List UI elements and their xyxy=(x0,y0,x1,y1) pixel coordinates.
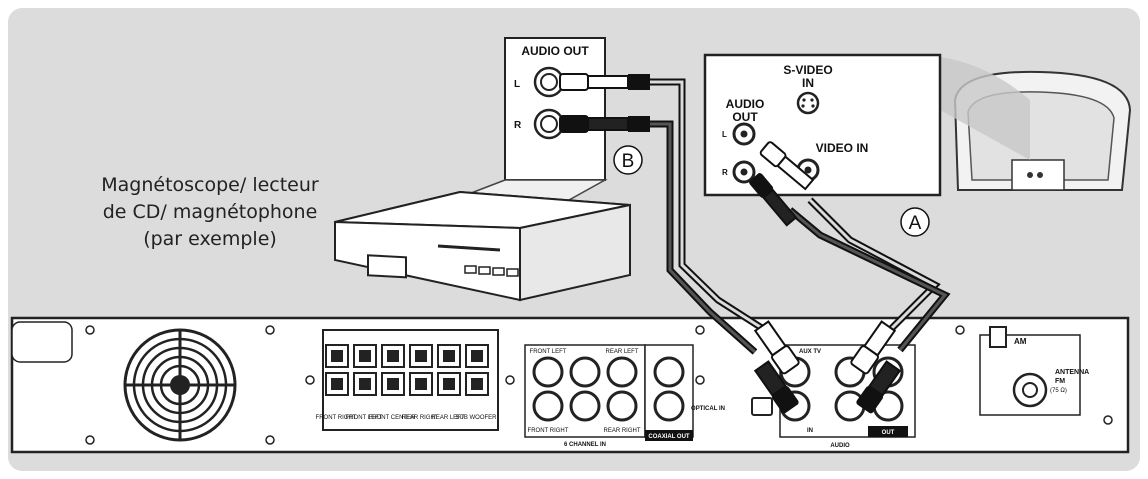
speaker-label-front-left: FRONT LEFT xyxy=(346,415,383,421)
tv-audio-out-label-2: OUT xyxy=(732,110,758,124)
six-channel-in-label: 6 CHANNEL IN xyxy=(564,442,606,448)
plug-receiver-a-l xyxy=(850,320,897,375)
svideo-in-label: IN xyxy=(802,76,814,90)
svideo-label: S-VIDEO xyxy=(783,63,832,77)
source-audio-r-jack xyxy=(533,108,565,140)
audio-out-label: AUDIO OUT xyxy=(521,44,589,58)
plug-tv-r xyxy=(749,173,798,227)
speaker-terminals: FRONT RIGHT FRONT LEFT FRONT CENTER REAR… xyxy=(316,329,499,431)
aux-tv-label: AUX TV xyxy=(799,349,821,355)
in-label: IN xyxy=(807,428,813,434)
plug-source-l xyxy=(559,73,650,91)
video-in-label: VIDEO IN xyxy=(816,141,869,155)
optical-in-jack xyxy=(751,397,773,416)
tv-audio-out-label: AUDIO xyxy=(726,97,765,111)
speaker-terminal-inner xyxy=(471,350,483,362)
fan-grille xyxy=(123,328,237,442)
speaker-label-rear-left: REAR LEFT xyxy=(431,415,464,421)
speaker-label-subwoofer: SUB WOOFER xyxy=(455,415,497,421)
antenna-block: AM ANTENNA FM (75 Ω) xyxy=(979,326,1089,416)
optical-in: OPTICAL IN xyxy=(691,397,773,416)
caption-line-1: Magnétoscope/ lecteur xyxy=(101,174,319,196)
rca-jack xyxy=(569,356,601,388)
marker-a-label: A xyxy=(909,213,922,234)
tv-left-label: L xyxy=(722,130,727,139)
six-channel-in-block: FRONT LEFT REAR LEFT FRONT RIGHT REAR RI… xyxy=(524,344,694,448)
out-label: OUT xyxy=(882,430,895,436)
rca-jack xyxy=(532,356,564,388)
aux-audio-block: AUX TV IN OUT AUDIO xyxy=(779,344,916,449)
rca-jack xyxy=(569,390,601,422)
speaker-terminal-inner xyxy=(387,378,399,390)
speaker-terminal-inner xyxy=(359,350,371,362)
source-audio-panel: AUDIO OUT L R xyxy=(504,37,606,181)
speaker-label-front-right: FRONT RIGHT xyxy=(316,415,357,421)
marker-b-label: B xyxy=(622,151,635,172)
speaker-label-rear-right: REAR RIGHT xyxy=(401,415,438,421)
am-label: AM xyxy=(1014,337,1027,346)
source-device xyxy=(334,190,631,302)
rca-jack xyxy=(532,390,564,422)
speaker-terminal-inner xyxy=(331,350,343,362)
plug-receiver-b-r xyxy=(753,360,799,414)
optical-in-label: OPTICAL IN xyxy=(691,406,725,412)
rear-right-label: REAR RIGHT xyxy=(603,428,640,434)
cable-b-left xyxy=(650,78,767,333)
cable-a-left xyxy=(807,197,941,333)
cable-b-right xyxy=(650,120,758,355)
plug-tv-l xyxy=(759,141,815,191)
plug-source-r xyxy=(559,115,650,133)
fm-label: FM xyxy=(1055,378,1065,385)
source-audio-l-jack xyxy=(533,66,565,98)
front-left-label: FRONT LEFT xyxy=(530,349,567,355)
speaker-terminal-inner xyxy=(443,350,455,362)
marker-a: A xyxy=(900,207,930,237)
rca-jack xyxy=(606,356,638,388)
caption-line-3: (par exemple) xyxy=(143,228,277,250)
svideo-jack xyxy=(796,91,820,115)
cable-a-right xyxy=(787,207,951,353)
rca-jack xyxy=(653,390,685,422)
marker-b: B xyxy=(613,145,643,175)
speaker-terminal-inner xyxy=(331,378,343,390)
tv-panel: S-VIDEO IN AUDIO OUT VIDEO IN L R xyxy=(703,53,942,197)
speaker-terminal-inner xyxy=(387,350,399,362)
fm-ohm-label: (75 Ω) xyxy=(1050,388,1067,394)
tv-right-label: R xyxy=(722,168,728,177)
speaker-terminal-inner xyxy=(359,378,371,390)
plug-receiver-a-r xyxy=(856,360,902,414)
speaker-terminal-inner xyxy=(415,350,427,362)
rca-jack xyxy=(653,356,685,388)
rear-left-label: REAR LEFT xyxy=(605,349,638,355)
rca-jack xyxy=(606,390,638,422)
antenna-label: ANTENNA xyxy=(1055,369,1089,376)
plug-receiver-b-l xyxy=(753,320,800,375)
speaker-terminal-inner xyxy=(471,378,483,390)
speaker-terminal-inner xyxy=(443,378,455,390)
caption-line-2: de CD/ magnétophone xyxy=(102,201,318,223)
speaker-label-front-center: FRONT CENTER xyxy=(369,415,417,421)
source-right-label: R xyxy=(514,120,522,131)
coaxial-out-label: COAXIAL OUT xyxy=(648,434,690,440)
speaker-terminal-inner xyxy=(415,378,427,390)
source-device-caption: Magnétoscope/ lecteur de CD/ magnétophon… xyxy=(60,172,360,253)
front-right-label: FRONT RIGHT xyxy=(528,428,569,434)
source-left-label: L xyxy=(514,79,520,90)
audio-label: AUDIO xyxy=(830,443,850,449)
